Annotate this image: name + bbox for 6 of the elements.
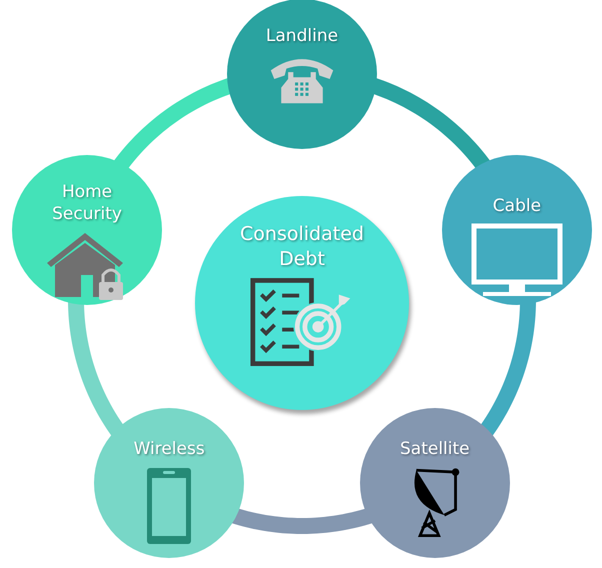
node-label: Cable <box>492 195 542 218</box>
node-label: Home Security <box>51 181 123 226</box>
node-label: Wireless <box>134 438 205 460</box>
node-label: Satellite <box>400 438 470 460</box>
node-label: Landline <box>266 25 338 48</box>
node-label: Consolidated Debt <box>239 222 365 272</box>
